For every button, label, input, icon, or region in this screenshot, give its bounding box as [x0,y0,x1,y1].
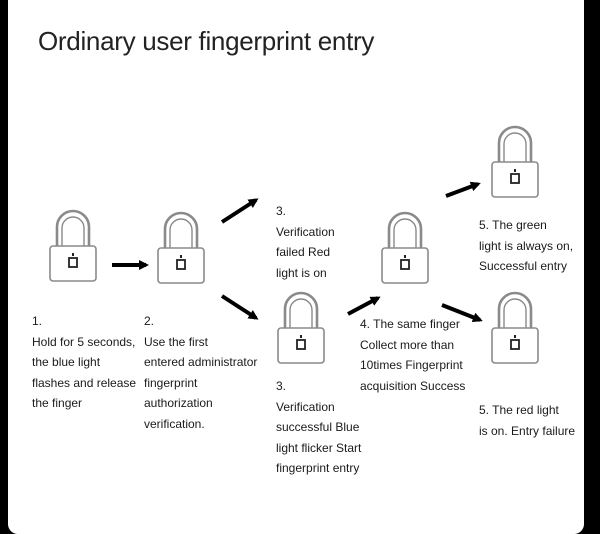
padlock-icon [490,124,540,200]
arrow-icon [220,294,259,320]
step3-fail-text: 3. Verification failed Red light is on [276,204,335,280]
padlock-icon [276,290,326,366]
step1-text: 1. Hold for 5 seconds, the blue light fl… [32,314,137,410]
padlock-icon [490,290,540,366]
diagram-canvas: Ordinary user fingerprint entry 1. Hold … [8,0,584,534]
step5-green-text: 5. The green light is always on, Success… [479,218,574,273]
arrow-icon [112,181,483,323]
arrow-icon [445,181,481,198]
arrow-icon [220,198,259,224]
padlock-icon [156,210,206,286]
arrow-icon [347,296,381,316]
diagram-title: Ordinary user fingerprint entry [38,26,375,56]
step3-success-text: 3. Verification successful Blue light fl… [276,379,362,475]
padlock-icon [380,210,430,286]
padlock-icon [48,208,98,284]
step5-red-text: 5. The red light is on. Entry failure [479,403,576,438]
arrow-icon [441,303,483,323]
step2-text: 2. Use the first entered administrator f… [144,314,258,431]
step4-text: 4. The same finger Collect more than 10t… [360,317,466,393]
